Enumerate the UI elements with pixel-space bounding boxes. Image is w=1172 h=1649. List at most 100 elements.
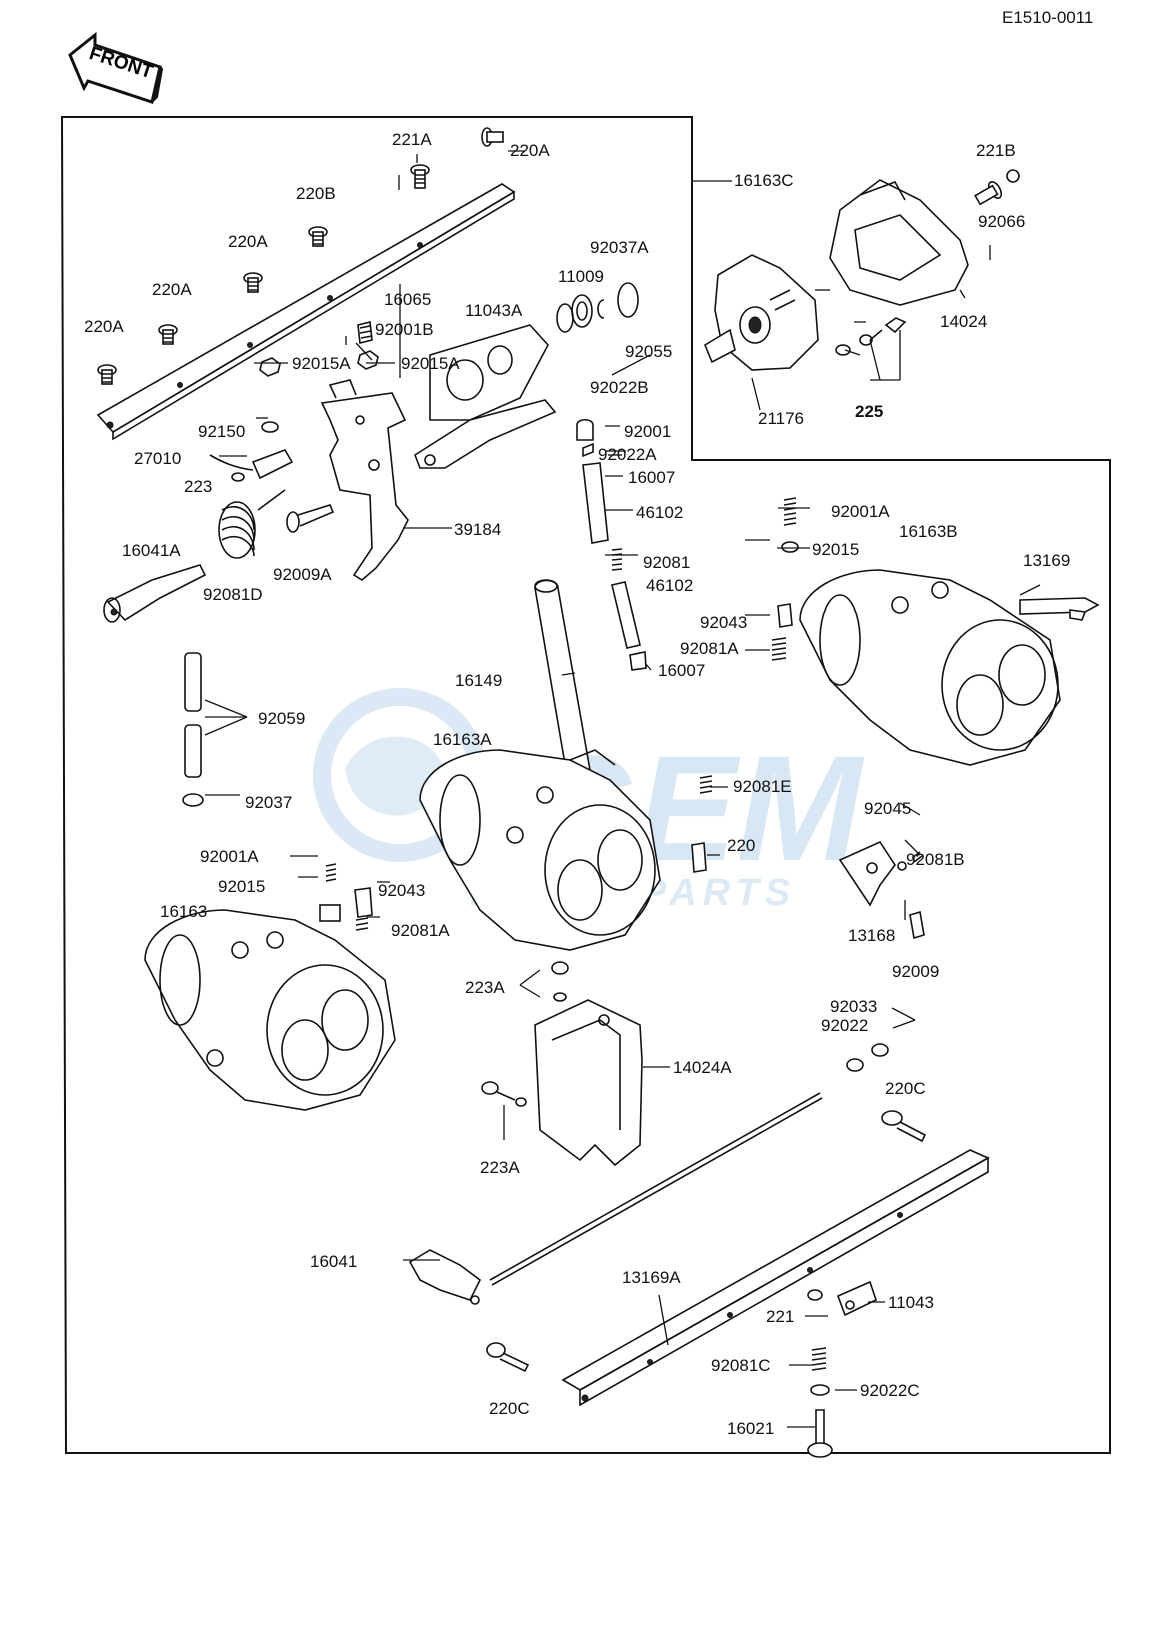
label-220A-3: 220A bbox=[152, 280, 192, 299]
part-cover-14024 bbox=[829, 179, 969, 306]
label-39184: 39184 bbox=[454, 520, 501, 539]
part-225 bbox=[835, 317, 907, 356]
part-bracket-13168 bbox=[838, 840, 925, 940]
label-92045: 92045 bbox=[864, 799, 911, 818]
label-92081A-2: 92081A bbox=[391, 921, 450, 940]
label-11043: 11043 bbox=[888, 1293, 934, 1312]
label-11043A: 11043A bbox=[465, 301, 523, 320]
label-16149: 16149 bbox=[455, 671, 502, 690]
label-220C: 220C bbox=[885, 1079, 926, 1098]
label-92022C: 92022C bbox=[860, 1381, 920, 1400]
label-16041A: 16041A bbox=[122, 541, 181, 560]
label-220B: 220B bbox=[296, 184, 336, 203]
label-92015-2: 92015 bbox=[218, 877, 265, 896]
diagram-frame bbox=[60, 116, 1111, 1454]
label-92037: 92037 bbox=[245, 793, 292, 812]
part-pipes-92059 bbox=[182, 652, 204, 807]
part-rail-16065 bbox=[96, 183, 516, 441]
part-holder-11043A bbox=[414, 324, 557, 469]
label-221B: 221B bbox=[976, 141, 1016, 160]
label-92081E: 92081E bbox=[733, 777, 792, 796]
label-16007: 16007 bbox=[628, 468, 675, 487]
label-14024A: 14024A bbox=[673, 1058, 732, 1077]
label-13169A: 13169A bbox=[622, 1268, 681, 1287]
part-sensor-27010 bbox=[209, 449, 294, 480]
label-16007-2: 16007 bbox=[658, 661, 705, 680]
label-92081B: 92081B bbox=[906, 850, 965, 869]
label-221: 221 bbox=[766, 1307, 794, 1326]
part-screws-223A bbox=[481, 961, 569, 1107]
label-92022: 92022 bbox=[821, 1016, 868, 1035]
label-92037A: 92037A bbox=[590, 238, 649, 257]
label-27010: 27010 bbox=[134, 449, 181, 468]
label-11009: 11009 bbox=[558, 267, 604, 286]
label-92001B: 92001B bbox=[375, 320, 434, 339]
label-92022A: 92022A bbox=[598, 445, 657, 464]
label-92059: 92059 bbox=[258, 709, 305, 728]
part-rail-13169A bbox=[561, 1149, 990, 1407]
label-16163B: 16163B bbox=[899, 522, 958, 541]
label-21176: 21176 bbox=[758, 409, 804, 428]
label-92015: 92015 bbox=[812, 540, 859, 559]
label-92001A-2: 92001A bbox=[200, 847, 259, 866]
label-220A-4: 220A bbox=[84, 317, 124, 336]
label-16163C: 16163C bbox=[734, 171, 794, 190]
label-223A-2: 223A bbox=[480, 1158, 520, 1177]
label-223: 223 bbox=[184, 477, 212, 496]
part-labels: 221A 220A 16163C 221B 220B 92066 220A 92… bbox=[84, 130, 1070, 1438]
label-92001A: 92001A bbox=[831, 502, 890, 521]
label-92015A-2: 92015A bbox=[401, 354, 460, 373]
part-link-13169 bbox=[1019, 597, 1100, 621]
label-92015A: 92015A bbox=[292, 354, 351, 373]
part-throttle-16163B bbox=[799, 569, 1061, 766]
label-14024: 14024 bbox=[940, 312, 987, 331]
label-13169: 13169 bbox=[1023, 551, 1070, 570]
label-92150: 92150 bbox=[198, 422, 245, 441]
label-16065: 16065 bbox=[384, 290, 431, 309]
part-tubes bbox=[534, 418, 647, 779]
label-92081D: 92081D bbox=[203, 585, 263, 604]
label-46102: 46102 bbox=[636, 503, 683, 522]
label-92055: 92055 bbox=[625, 342, 672, 361]
label-92066: 92066 bbox=[978, 212, 1025, 231]
label-46102-2: 46102 bbox=[646, 576, 693, 595]
label-92022B: 92022B bbox=[590, 378, 649, 397]
diagram-code: E1510-0011 bbox=[1002, 8, 1093, 27]
part-spring-92081D bbox=[218, 489, 286, 559]
part-rod-16041 bbox=[408, 1092, 823, 1305]
label-92081C: 92081C bbox=[711, 1356, 771, 1375]
label-92009: 92009 bbox=[892, 962, 939, 981]
leader-lines bbox=[204, 150, 1041, 1428]
part-throttle-16163A bbox=[419, 749, 661, 951]
label-16041: 16041 bbox=[310, 1252, 357, 1271]
label-220: 220 bbox=[727, 836, 755, 855]
part-bracket-14024A bbox=[534, 999, 643, 1167]
label-92081: 92081 bbox=[643, 553, 690, 572]
part-bracket-39184 bbox=[320, 379, 409, 581]
label-220A-2: 220A bbox=[228, 232, 268, 251]
label-16021: 16021 bbox=[727, 1419, 774, 1438]
label-225: 225 bbox=[855, 402, 883, 421]
part-screw-92009A bbox=[286, 504, 335, 533]
part-smallparts-lower bbox=[486, 1043, 927, 1458]
label-223A: 223A bbox=[465, 978, 505, 997]
label-16163A: 16163A bbox=[433, 730, 492, 749]
label-16163: 16163 bbox=[160, 902, 207, 921]
part-throttle-16163 bbox=[144, 909, 396, 1111]
label-92043: 92043 bbox=[700, 613, 747, 632]
screw-parts bbox=[97, 127, 1020, 385]
label-221A: 221A bbox=[392, 130, 432, 149]
label-220A: 220A bbox=[510, 141, 550, 160]
part-shaft-16041A bbox=[103, 564, 207, 623]
part-sensor-21176 bbox=[703, 254, 819, 371]
label-92081A: 92081A bbox=[680, 639, 739, 658]
label-13168: 13168 bbox=[848, 926, 895, 945]
label-220C-2: 220C bbox=[489, 1399, 530, 1418]
part-washers-11009-92055 bbox=[556, 282, 639, 333]
label-92009A: 92009A bbox=[273, 565, 332, 584]
label-92001: 92001 bbox=[624, 422, 671, 441]
label-92043-2: 92043 bbox=[378, 881, 425, 900]
front-arrow-icon: FRONT bbox=[68, 31, 164, 104]
label-92033: 92033 bbox=[830, 997, 877, 1016]
